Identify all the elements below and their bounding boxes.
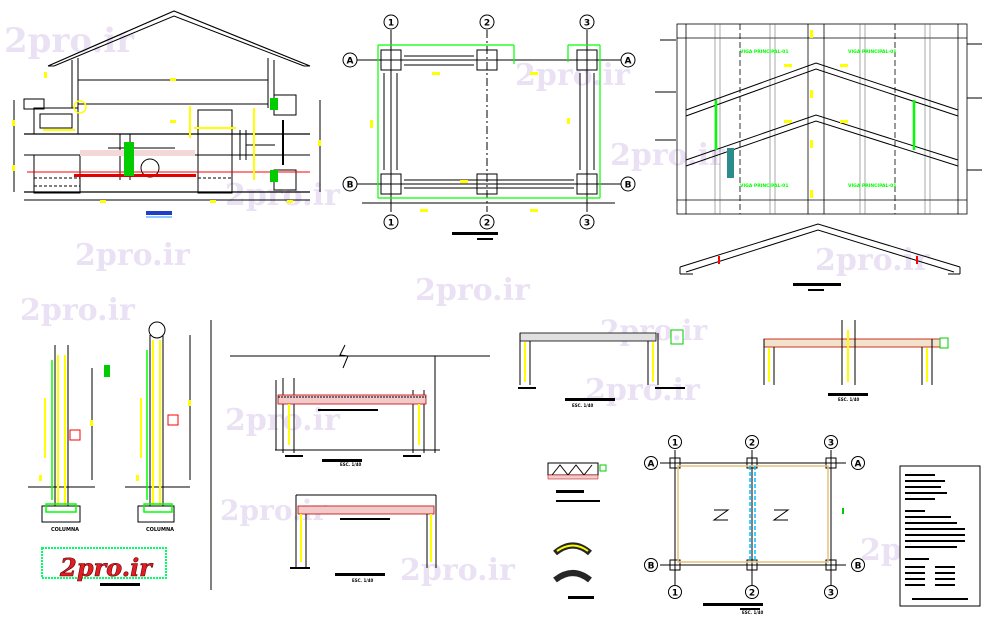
svg-text:2: 2: [749, 439, 755, 449]
grid-bubble: A: [620, 52, 636, 68]
svg-text:A: A: [625, 57, 632, 67]
beam-label: VIGA PRINCIPAL-01: [848, 183, 896, 189]
watermark: 2pro.ir: [815, 243, 931, 278]
svg-text:B: B: [347, 181, 354, 191]
svg-text:3: 3: [828, 439, 834, 449]
scale-label: ESC. 1/40: [572, 403, 593, 408]
grid-bubble: 3: [824, 435, 838, 449]
column-label: COLUMNA: [51, 527, 79, 533]
notes-legend-box: [899, 465, 981, 607]
watermark: 2pro.ir: [515, 58, 631, 93]
beam-label: VIGA PRINCIPAL-01: [740, 183, 788, 189]
watermark: 2pro.ir: [4, 21, 135, 61]
svg-text:B: B: [648, 562, 655, 572]
grid-bubble: A: [342, 52, 358, 68]
grid-bubble: B: [620, 176, 636, 192]
watermark: 2pro.ir: [20, 293, 136, 328]
watermark: 2pro.ir: [225, 178, 341, 213]
beam-elevations: [230, 320, 949, 599]
grid-bubble: 3: [824, 585, 838, 599]
scale-label: ESC. 1/40: [838, 397, 859, 402]
watermark: 2pro.ir: [600, 314, 708, 347]
grid-bubble: 2: [745, 585, 759, 599]
svg-text:B: B: [625, 181, 632, 191]
svg-text:A: A: [855, 460, 862, 470]
scale-label: ESC. 1/40: [742, 610, 763, 615]
grid-bubble: 2: [479, 214, 495, 230]
scale-label: ESC. 1/40: [352, 578, 373, 583]
grid-bubble: A: [644, 456, 658, 470]
svg-text:2: 2: [484, 19, 490, 29]
svg-text:2: 2: [749, 589, 755, 599]
svg-text:A: A: [347, 57, 354, 67]
watermark: 2pro.ir: [585, 373, 701, 408]
svg-text:2: 2: [484, 219, 490, 229]
svg-text:A: A: [648, 460, 655, 470]
watermark: 2pro.ir: [610, 138, 726, 173]
svg-text:1: 1: [388, 19, 394, 29]
grid-bubble: 1: [383, 14, 399, 30]
svg-text:3: 3: [828, 589, 834, 599]
svg-text:B: B: [855, 562, 862, 572]
grid-bubble: 3: [579, 214, 595, 230]
column-details: COLUMNA COLUMNA: [28, 320, 212, 590]
watermark: 2pro.ir: [400, 553, 516, 588]
scale-label: ESC. 1/40: [340, 462, 361, 467]
logo-text: 2pro.ir: [59, 553, 154, 582]
svg-text:3: 3: [584, 219, 590, 229]
column-label: COLUMNA: [146, 527, 174, 533]
elevation-colored-marks: [12, 72, 321, 218]
svg-text:1: 1: [672, 439, 678, 449]
grid-bubble: B: [851, 558, 865, 572]
beam-label: VIGA PRINCIPAL-01: [740, 49, 788, 55]
svg-text:3: 3: [584, 19, 590, 29]
column-grid-plan: 1 2 3 1 2 3 A A: [342, 14, 636, 240]
grid-bubble: 1: [668, 585, 682, 599]
grid-bubble: B: [342, 176, 358, 192]
grid-bubble: A: [851, 456, 865, 470]
svg-text:1: 1: [672, 589, 678, 599]
svg-text:1: 1: [388, 219, 394, 229]
roof-plan-small: 1 2 3 1 2 3 A A: [644, 435, 865, 610]
roof-framing-plan: VIGA PRINCIPAL-01 VIGA PRINCIPAL-01 VIGA…: [655, 23, 982, 291]
watermark: 2pro.ir: [75, 238, 191, 273]
watermark: 2pro.ir: [415, 273, 531, 308]
grid-bubble: B: [644, 558, 658, 572]
watermark-layer: 2pro.ir 2pro.ir 2pro.ir 2pro.ir 2pro.ir …: [4, 21, 976, 588]
grid-bubble: 2: [479, 14, 495, 30]
grid-bubble: 1: [383, 214, 399, 230]
site-logo: 2pro.ir: [41, 547, 167, 582]
grid-bubble: 1: [668, 435, 682, 449]
grid-bubble: 2: [745, 435, 759, 449]
beam-label: VIGA PRINCIPAL-01: [848, 49, 896, 55]
grid-bubble: 3: [579, 14, 595, 30]
